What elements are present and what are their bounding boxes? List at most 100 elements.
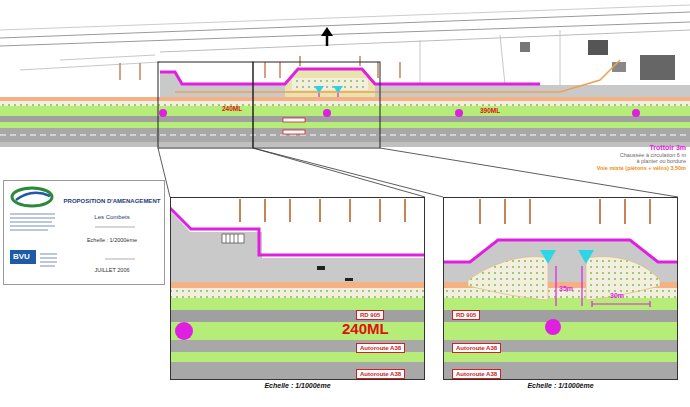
left-detail-plan-part <box>170 298 425 310</box>
length-mark: 240ML <box>342 321 389 336</box>
detail-inset: Echelle : 1/1000èmeRD 905Autoroute A38Au… <box>170 197 425 380</box>
site-plan-part <box>0 101 690 106</box>
scale-note: Echelle : 1/2000ème <box>62 237 162 243</box>
right-detail-plan-part <box>468 257 548 300</box>
site-plan-part <box>20 30 560 85</box>
site-plan-part <box>520 42 530 52</box>
legend-note: Trottoir 3m <box>558 144 686 152</box>
detail-frame-part <box>158 62 253 148</box>
site-plan-part <box>323 109 331 117</box>
right-detail-plan-part <box>443 340 678 352</box>
right-detail-plan-part <box>443 240 678 262</box>
site-plan-part <box>0 5 690 30</box>
site-plan-part <box>0 97 690 101</box>
title-block-art-part <box>10 214 55 230</box>
left-detail-plan-part <box>170 197 425 380</box>
motorway-tag: Autoroute A38 <box>452 369 501 379</box>
title-block-art-part <box>16 193 50 200</box>
left-detail-plan-part <box>170 288 425 298</box>
road-label: Autoroute A38 <box>456 370 497 378</box>
site-plan-part <box>0 122 690 128</box>
site-plan-part <box>159 109 167 117</box>
site-plan-part <box>0 135 690 136</box>
site-plan-part <box>292 78 368 90</box>
right-detail-plan-part <box>443 298 678 310</box>
left-detail-plan-part <box>345 278 353 281</box>
right-detail-plan-part <box>480 199 650 224</box>
legend-notes: Trottoir 3mChaussée à circulation 6 mà p… <box>558 144 686 171</box>
site-plan-part <box>283 118 305 122</box>
site-plan-part <box>175 60 620 92</box>
motorway-tag: Autoroute A38 <box>356 369 405 379</box>
road-tag: RD 905 <box>356 310 384 320</box>
site-plan-part <box>120 56 400 80</box>
left-detail-plan-part <box>170 352 425 362</box>
right-detail-plan-part <box>540 250 556 264</box>
plan-title: PROPOSITION D'AMENAGEMENT <box>62 198 162 205</box>
right-detail-plan-part <box>586 257 660 300</box>
dimension: 30m <box>610 292 624 299</box>
title-block: PROPOSITION D'AMENAGEMENT Les CombetsEche… <box>3 180 165 285</box>
left-detail-plan <box>170 197 425 380</box>
length-mark: 390ML <box>480 108 500 115</box>
scale-caption: Echelle : 1/1000ème <box>171 382 424 390</box>
road-label: Autoroute A38 <box>360 370 401 378</box>
title-block-art-part <box>40 254 57 266</box>
site-plan-part <box>0 116 690 122</box>
site-plan-part <box>0 128 690 142</box>
right-detail-plan-part <box>443 352 678 362</box>
site-name: Les Combets <box>62 214 162 221</box>
title-block-art-part <box>10 250 36 264</box>
right-detail-plan-part <box>545 319 561 335</box>
site-plan-part <box>640 55 675 80</box>
length-mark: 240ML <box>222 106 242 113</box>
left-detail-plan-part <box>170 362 425 380</box>
legend-note: Voie mixte (piétons + vélos) 3,50m <box>558 165 686 171</box>
site-plan-part <box>285 70 375 97</box>
dimension: 35m <box>559 285 573 292</box>
left-detail-plan-part <box>240 199 405 222</box>
site-plan-part <box>632 109 640 117</box>
right-detail-plan-part <box>556 266 582 306</box>
left-detail-plan-part <box>170 208 425 255</box>
title-block-art <box>3 180 165 285</box>
site-plan-part <box>160 30 690 52</box>
left-detail-plan-part <box>170 210 425 282</box>
left-detail-plan-part <box>170 322 425 340</box>
detail-frame <box>158 62 678 197</box>
road-label: Autoroute A38 <box>360 344 401 352</box>
site-plan-part <box>283 130 305 134</box>
detail-frame-part <box>158 148 678 197</box>
site-plan-part <box>314 86 324 93</box>
site-plan-part <box>160 69 540 84</box>
title-block-art-part <box>12 188 52 206</box>
road-tag: RD 905 <box>452 310 480 320</box>
left-detail-plan-part <box>222 234 244 243</box>
road-label: Autoroute A38 <box>456 344 497 352</box>
right-detail-plan-part <box>578 250 594 264</box>
left-detail-plan-part <box>317 266 325 270</box>
motorway-tag: Autoroute A38 <box>452 343 501 353</box>
site-plan-part <box>455 109 463 117</box>
site-plan <box>0 5 690 147</box>
date-note: JUILLET 2006 <box>62 267 162 273</box>
detail-frame-part <box>253 62 380 148</box>
right-detail-plan-part <box>592 301 650 307</box>
left-detail-plan-part <box>226 234 238 243</box>
site-plan-part <box>0 142 690 147</box>
site-plan-part <box>333 86 343 93</box>
scale-caption: Echelle : 1/1000ème <box>444 382 677 390</box>
site-plan-part <box>588 40 608 55</box>
right-detail-plan-part <box>443 310 678 322</box>
logo-text: BVU <box>13 253 30 261</box>
left-detail-plan-part <box>170 340 425 352</box>
right-detail-plan-part <box>443 362 678 380</box>
north-arrow-part <box>321 27 333 36</box>
left-detail-plan-part <box>170 282 425 288</box>
right-detail-plan <box>443 197 678 380</box>
road-label: RD 905 <box>456 311 476 319</box>
road-label: RD 905 <box>360 311 380 319</box>
title-block-art-part <box>3 180 165 285</box>
